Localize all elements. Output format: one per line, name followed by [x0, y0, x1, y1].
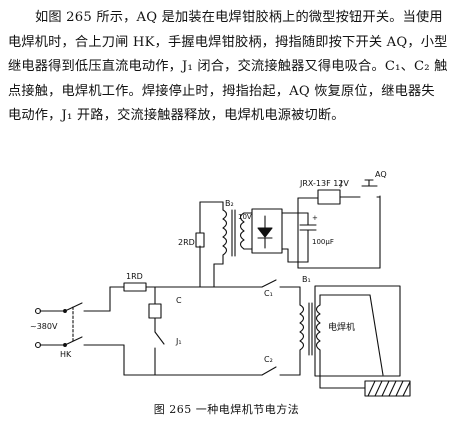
capacitor — [297, 212, 317, 263]
fuse-2rd — [195, 232, 205, 248]
contactor-coil — [148, 303, 162, 319]
label-hk: HK — [60, 350, 72, 359]
label-relay-model: JRX-13F 12V — [299, 179, 349, 188]
relay-coil-j — [317, 189, 341, 205]
welder-enclosure — [314, 285, 401, 377]
push-button-aq — [356, 179, 381, 198]
transformer-b2 — [222, 209, 253, 257]
label-contactor-coil: C — [176, 296, 182, 305]
label-fuse-2rd: 2RD — [178, 238, 195, 247]
workpiece — [364, 380, 411, 397]
label-button: AQ — [375, 170, 387, 179]
contact-c2 — [254, 366, 301, 376]
figure-caption: 图 265 一种电焊机节电方法 — [153, 403, 300, 416]
label-j1: J₁ — [175, 337, 182, 346]
label-cap-plus: + — [312, 214, 318, 222]
mains-terminals — [34, 307, 65, 349]
label-fuse-1rd: 1RD — [126, 272, 143, 281]
label-welder: 电焊机 — [328, 321, 355, 333]
relay-contact-j1 — [154, 331, 165, 376]
circuit-diagram: JRX-13F 12V J AQ B₂ 10V + 100μF 2RD 1RD … — [30, 170, 411, 397]
description-paragraph: 如图 265 所示，AQ 是加装在电焊钳胶柄上的微型按钮开关。当使用电焊机时，合… — [8, 10, 448, 123]
label-voltage: ~380V — [30, 322, 58, 331]
label-secondary-voltage: 10V — [238, 213, 252, 221]
label-c1: C₁ — [264, 289, 273, 298]
transformer-b1 — [299, 302, 321, 356]
fuse-1rd — [109, 282, 256, 312]
label-c2: C₂ — [264, 355, 273, 364]
label-relay-coil: J — [339, 179, 342, 188]
label-b2: B₂ — [225, 199, 234, 208]
label-b1: B₁ — [302, 275, 311, 284]
label-capacitor: 100μF — [312, 238, 334, 246]
hk-knife-switch — [63, 302, 125, 347]
contact-c1 — [254, 279, 301, 288]
bridge-rectifier — [251, 208, 283, 254]
